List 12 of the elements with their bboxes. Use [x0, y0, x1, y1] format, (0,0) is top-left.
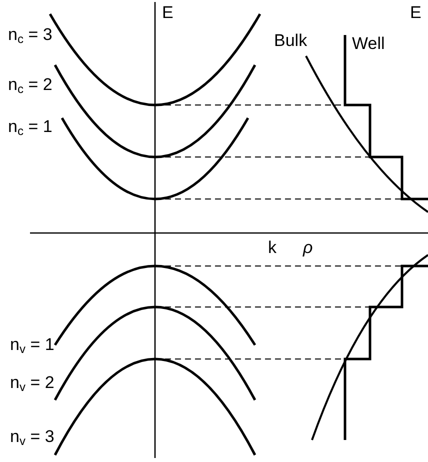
- axis-label: n$_{c}$ = 2: [8, 76, 52, 93]
- axis-label: E: [410, 4, 422, 21]
- axis-label: n$_{v}$ = 1: [10, 336, 54, 353]
- axis-label: Bulk: [274, 32, 308, 49]
- axis-label: k: [268, 239, 276, 256]
- axis-label: n$_{v}$ = 2: [10, 374, 54, 391]
- axis-label: n$_{c}$ = 3: [8, 26, 52, 43]
- axis-label: n$_{v}$ = 3: [10, 428, 54, 445]
- axis-label: ρ: [303, 239, 313, 256]
- axis-label: E: [162, 4, 174, 21]
- axis-label: n$_{c}$ = 1: [8, 118, 52, 135]
- axis-label: Well: [352, 35, 385, 52]
